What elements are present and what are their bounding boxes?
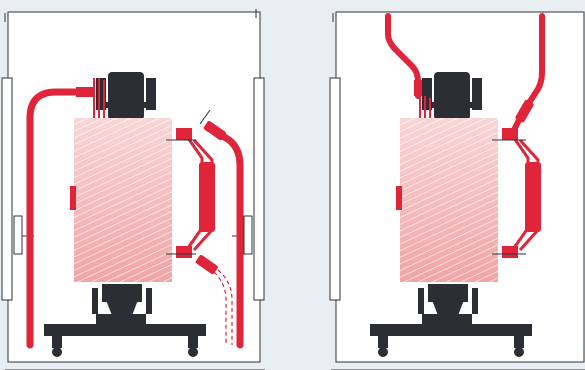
left-drain-line-b xyxy=(217,269,233,345)
right-manifold xyxy=(492,128,541,258)
right-return-hose xyxy=(511,13,545,133)
left-panel xyxy=(1,9,265,370)
right-side-door-left xyxy=(329,77,341,301)
left-manifold xyxy=(166,128,215,258)
right-supply-hose xyxy=(385,13,421,99)
left-side-door-right xyxy=(253,77,265,301)
left-side-door-left xyxy=(1,77,13,301)
right-panel xyxy=(329,11,585,370)
left-supply-hose xyxy=(26,88,92,349)
right-top-clamp xyxy=(422,72,482,120)
left-cart xyxy=(44,284,206,357)
left-top-clamp xyxy=(96,72,156,120)
right-cart xyxy=(370,284,532,357)
left-return-hose-upper xyxy=(204,124,244,349)
left-drain-line-a xyxy=(213,271,227,345)
